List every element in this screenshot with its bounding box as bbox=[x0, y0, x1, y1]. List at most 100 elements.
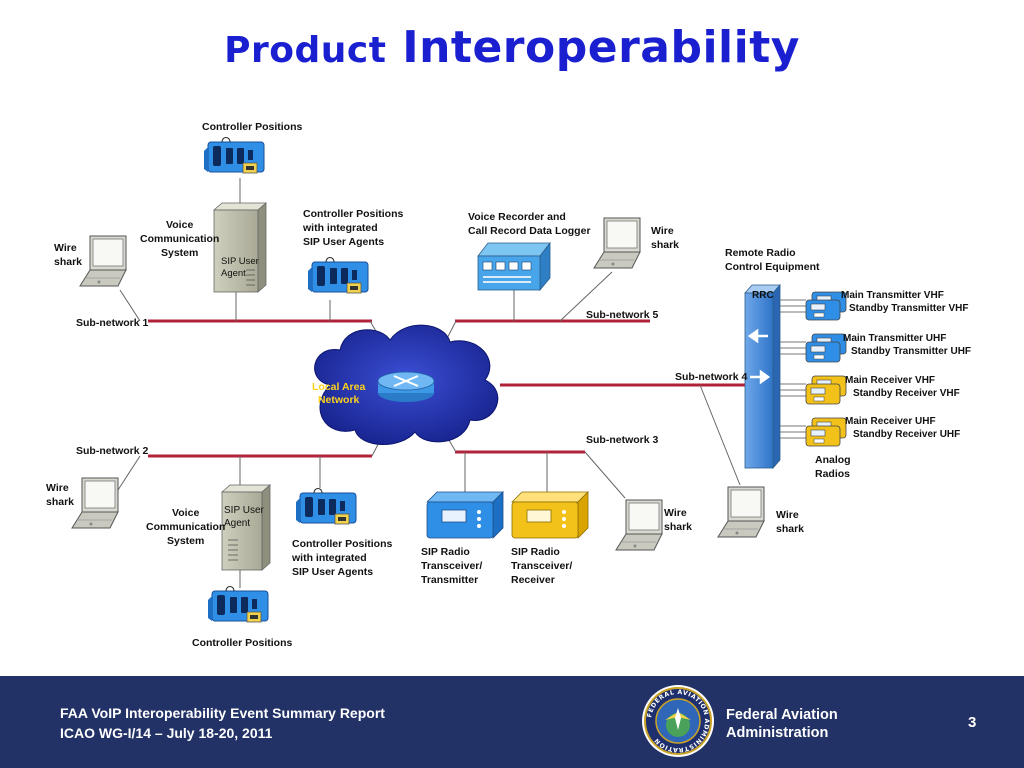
wireshark-label-3: Wire shark bbox=[664, 506, 692, 534]
ctrl-integrated-top-label: Controller Positions with integrated SIP… bbox=[303, 207, 403, 249]
radio-main-rx-vhf: Main Receiver VHF bbox=[845, 375, 936, 386]
radio-standby-rx-vhf: Standby Receiver VHF bbox=[853, 388, 960, 399]
ctrl-int-top-line2: with integrated bbox=[303, 222, 378, 234]
sip-ua-top-line1: SIP User bbox=[221, 256, 259, 267]
vcs-bottom-line3: System bbox=[166, 535, 205, 547]
footer-report-info: FAA VoIP Interoperability Event Summary … bbox=[60, 703, 385, 743]
analog-radios-line1: Analog bbox=[815, 454, 851, 466]
radio-label-rx-vhf: Main Receiver VHF Standby Receiver VHF bbox=[845, 374, 960, 400]
controller-positions-bottom-icon bbox=[207, 586, 269, 623]
wireshark-1-line1: Wire bbox=[54, 242, 77, 254]
wireshark-5-line2: shark bbox=[651, 239, 680, 251]
slide-title: Product Interoperability bbox=[0, 22, 1024, 73]
network-diagram bbox=[71, 137, 847, 623]
subnet1-label: Sub-network 1 bbox=[76, 317, 149, 329]
sip-radio-tx-line2: Transceiver/ bbox=[421, 560, 483, 572]
subnet4-label: Sub-network 4 bbox=[675, 371, 748, 383]
controller-positions-top-icon bbox=[203, 137, 265, 174]
remote-radio-line1: Remote Radio bbox=[725, 247, 796, 259]
radio-tx-vhf-icon bbox=[805, 291, 847, 321]
vcs-top-label: Voice Communication System bbox=[140, 218, 219, 260]
controller-integrated-top-icon bbox=[307, 257, 369, 294]
sip-radio-transmitter-icon bbox=[426, 491, 504, 539]
sip-radio-tx-line1: SIP Radio bbox=[421, 546, 470, 558]
lan-label: Local Area Network bbox=[312, 381, 365, 407]
wireshark-label-5: Wire shark bbox=[651, 224, 679, 252]
vcs-top-line1: Voice bbox=[166, 219, 194, 231]
sip-radio-rx-line3: Receiver bbox=[511, 574, 555, 586]
radio-tx-uhf-icon bbox=[805, 333, 847, 363]
subnet3-label: Sub-network 3 bbox=[586, 434, 659, 446]
vcs-bottom-label: Voice Communication System bbox=[146, 506, 225, 548]
wireshark-label-4: Wire shark bbox=[776, 508, 804, 536]
lan-label-line1: Local Area bbox=[312, 381, 366, 393]
wireshark-4-line1: Wire bbox=[776, 509, 799, 521]
page-number: 3 bbox=[968, 714, 977, 731]
bottom-controller-positions-label: Controller Positions bbox=[192, 637, 293, 649]
subnet5-label: Sub-network 5 bbox=[586, 309, 659, 321]
radio-standby-tx-uhf: Standby Transmitter UHF bbox=[851, 346, 972, 357]
sip-radio-receiver-icon bbox=[511, 491, 589, 539]
radio-main-tx-uhf: Main Transmitter UHF bbox=[843, 333, 947, 344]
radio-label-rx-uhf: Main Receiver UHF Standby Receiver UHF bbox=[845, 415, 960, 441]
ctrl-int-bottom-line1: Controller Positions bbox=[292, 538, 393, 550]
rrc-equipment-icon bbox=[744, 283, 781, 470]
vcs-tower-bottom-icon bbox=[220, 484, 272, 571]
radio-rx-vhf-icon bbox=[805, 375, 847, 405]
radio-standby-tx-vhf: Standby Transmitter VHF bbox=[849, 303, 969, 314]
subnet2-label: Sub-network 2 bbox=[76, 445, 149, 457]
footer-report-title: FAA VoIP Interoperability Event Summary … bbox=[60, 705, 385, 721]
ctrl-int-bottom-line3: SIP User Agents bbox=[292, 566, 374, 578]
wireshark-laptop-3-icon bbox=[615, 499, 663, 551]
sip-ua-bottom-line1: SIP User bbox=[224, 505, 264, 516]
voice-recorder-line2: Call Record Data Logger bbox=[468, 225, 591, 237]
faa-seal-logo: FEDERAL AVIATION ADMINISTRATION bbox=[642, 685, 714, 757]
agency-line2: Administration bbox=[726, 725, 829, 741]
footer-meeting: ICAO WG-I/14 – July 18-20, 2011 bbox=[60, 725, 273, 741]
wireshark-label-2: Wire shark bbox=[46, 481, 74, 509]
sip-radio-rx-label: SIP Radio Transceiver/ Receiver bbox=[511, 545, 572, 587]
wireshark-4-line2: shark bbox=[776, 523, 805, 535]
controller-integrated-bottom-icon bbox=[295, 488, 357, 525]
vcs-bottom-line1: Voice bbox=[172, 507, 200, 519]
wireshark-laptop-2-icon bbox=[71, 477, 119, 529]
lan-label-line2: Network bbox=[317, 394, 360, 406]
analog-radio-wiring bbox=[780, 299, 806, 439]
radio-label-tx-vhf: Main Transmitter VHF Standby Transmitter… bbox=[841, 289, 968, 315]
radio-main-tx-vhf: Main Transmitter VHF bbox=[841, 290, 944, 301]
wireshark-laptop-5-icon bbox=[593, 217, 641, 269]
wireshark-3-line2: shark bbox=[664, 521, 693, 533]
sip-user-agent-bottom-label: SIP User Agent bbox=[224, 504, 264, 530]
vcs-top-line2: Communication bbox=[140, 233, 220, 245]
sip-radio-tx-line3: Transmitter bbox=[421, 574, 479, 586]
title-word-interoperability: Interoperability bbox=[402, 22, 800, 73]
wireshark-2-line1: Wire bbox=[46, 482, 69, 494]
remote-radio-line2: Control Equipment bbox=[725, 261, 820, 273]
title-word-product: Product bbox=[224, 30, 387, 71]
voice-recorder-label: Voice Recorder and Call Record Data Logg… bbox=[468, 210, 591, 238]
wireshark-3-line1: Wire bbox=[664, 507, 687, 519]
agency-line1: Federal Aviation bbox=[726, 707, 838, 723]
analog-radios-line2: Radios bbox=[815, 468, 851, 480]
ctrl-int-top-line3: SIP User Agents bbox=[303, 236, 385, 248]
wireshark-laptop-1-icon bbox=[79, 235, 127, 287]
ctrl-int-bottom-line2: with integrated bbox=[292, 552, 367, 564]
wireshark-5-line1: Wire bbox=[651, 225, 674, 237]
wireshark-1-line2: shark bbox=[54, 256, 83, 268]
analog-radios-label: Analog Radios bbox=[815, 453, 851, 481]
radio-standby-rx-uhf: Standby Receiver UHF bbox=[853, 429, 961, 440]
vcs-top-line3: System bbox=[160, 247, 199, 259]
wireshark-label-1: Wire shark bbox=[54, 241, 82, 269]
sip-ua-top-line2: Agent bbox=[221, 268, 246, 279]
sip-radio-rx-line2: Transceiver/ bbox=[511, 560, 573, 572]
vcs-bottom-line2: Communication bbox=[146, 521, 226, 533]
wireshark-2-line2: shark bbox=[46, 496, 75, 508]
top-controller-positions-label: Controller Positions bbox=[202, 121, 303, 133]
voice-recorder-icon bbox=[477, 241, 551, 292]
footer-bar: FAA VoIP Interoperability Event Summary … bbox=[0, 676, 1024, 768]
wireshark-laptop-4-icon bbox=[717, 486, 765, 538]
radio-label-tx-uhf: Main Transmitter UHF Standby Transmitter… bbox=[843, 332, 971, 358]
sip-user-agent-top-label: SIP User Agent bbox=[221, 256, 259, 280]
ctrl-integrated-bottom-label: Controller Positions with integrated SIP… bbox=[292, 537, 392, 579]
rrc-label: RRC bbox=[752, 290, 774, 301]
